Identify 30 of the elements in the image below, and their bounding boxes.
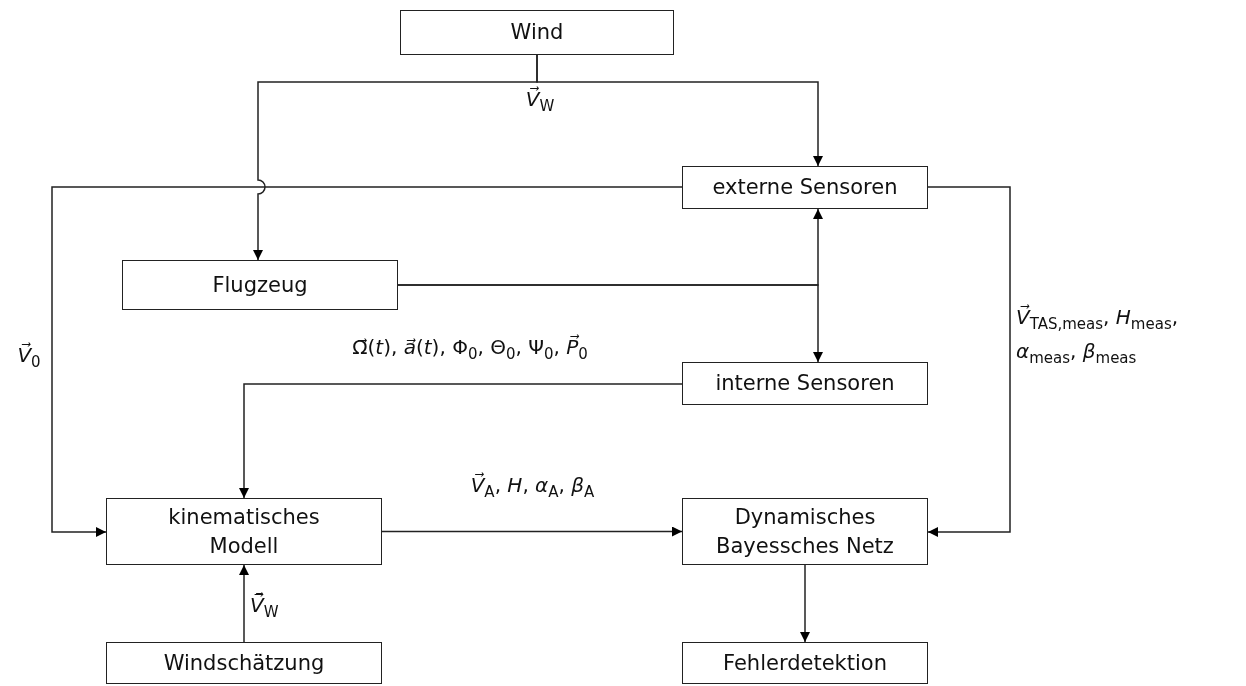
edge-label: V⃗$_{0}$ bbox=[16, 341, 42, 373]
arrow bbox=[253, 54, 538, 261]
box-text: Flugzeug bbox=[212, 271, 308, 299]
box-text: Dynamisches Bayessches Netz bbox=[715, 504, 895, 560]
process-box bbox=[122, 260, 398, 310]
process-box bbox=[106, 498, 382, 565]
box-text: Wind bbox=[510, 19, 564, 47]
process-box bbox=[682, 362, 928, 405]
box-text: Fehlerdetektion bbox=[723, 649, 887, 677]
process-box bbox=[682, 498, 928, 565]
arrow bbox=[397, 284, 823, 363]
box-text: kinematisches Modell bbox=[167, 504, 321, 560]
process-box bbox=[682, 166, 928, 209]
edge-label: V⃗$_{A}$, H, α$_{A}$, β$_{A}$ bbox=[469, 471, 596, 503]
edge-label: Ω⃗(t), a⃗(t), Φ$_{0}$, Θ$_{0}$, Ψ$_{0}$, P⃗$_{0}$ bbox=[351, 333, 589, 365]
arrow bbox=[927, 186, 1011, 537]
arrow bbox=[381, 526, 683, 537]
arrow bbox=[51, 186, 683, 537]
box-text: externe Sensoren bbox=[712, 174, 898, 202]
edge-label: V⃗$_{W}$ bbox=[524, 85, 556, 117]
edge-label: V̄⃗$_{W}$ bbox=[250, 591, 280, 623]
box-text: interne Sensoren bbox=[715, 370, 895, 398]
edge-label: V⃗$_{TAS,meas}$, H$_{meas}$, α$_{meas}$, β$_{meas}$ bbox=[1016, 303, 1180, 369]
box-text: Windschätzung bbox=[163, 649, 325, 677]
process-box bbox=[400, 10, 674, 55]
arrow bbox=[239, 383, 683, 499]
process-box bbox=[106, 642, 382, 684]
arrow bbox=[239, 564, 249, 643]
process-box bbox=[682, 642, 928, 684]
arrow bbox=[800, 564, 810, 643]
